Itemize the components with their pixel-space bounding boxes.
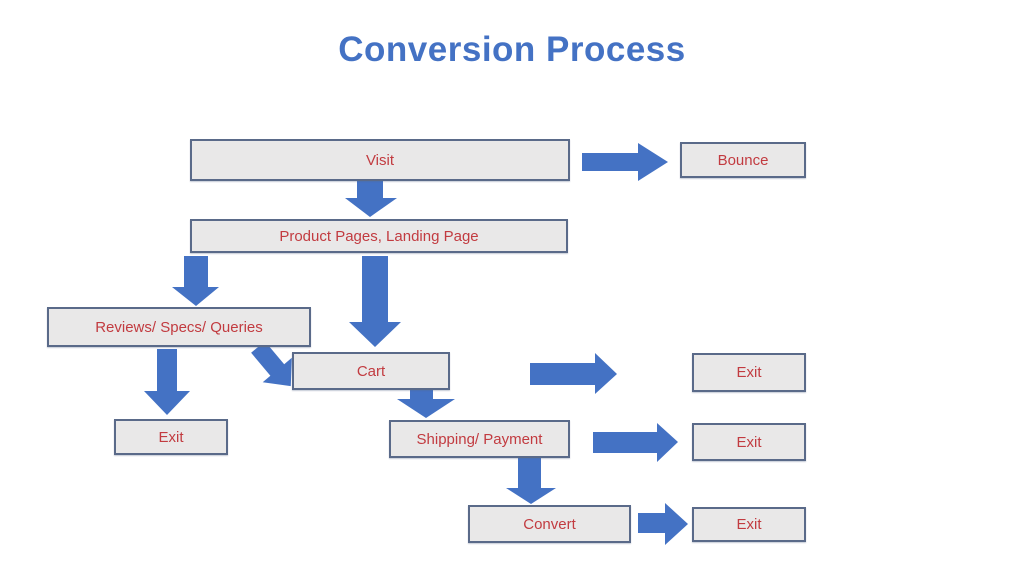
arrow-visit-to-bounce-icon [582, 143, 668, 181]
node-exit-after-cart: Exit [692, 353, 806, 392]
diagram-title: Conversion Process [338, 30, 686, 69]
node-product-pages-label: Product Pages, Landing Page [279, 227, 479, 245]
node-exit-after-shipping-label: Exit [736, 433, 762, 451]
node-exit-after-reviews: Exit [114, 419, 228, 455]
arrow-shipping-to-exit-icon [593, 423, 678, 462]
arrow-convert-to-exit-icon [638, 503, 688, 545]
node-bounce-label: Bounce [717, 151, 769, 169]
node-exit-after-shipping: Exit [692, 423, 806, 461]
node-shipping-payment: Shipping/ Payment [389, 420, 570, 458]
arrow-product-to-reviews-icon [172, 256, 219, 306]
arrow-cart-to-exit-icon [530, 353, 617, 394]
node-convert-label: Convert [523, 515, 576, 533]
node-convert: Convert [468, 505, 631, 543]
node-visit: Visit [190, 139, 570, 181]
node-visit-label: Visit [365, 151, 395, 169]
arrow-product-to-cart-icon [349, 256, 401, 347]
node-shipping-payment-label: Shipping/ Payment [416, 430, 543, 448]
node-cart-label: Cart [356, 362, 386, 380]
node-bounce: Bounce [680, 142, 806, 178]
node-exit-after-reviews-label: Exit [158, 428, 184, 446]
node-exit-after-convert: Exit [692, 507, 806, 542]
arrow-cart-to-shipping-icon [397, 390, 455, 418]
arrow-reviews-to-exit-icon [144, 349, 190, 415]
node-product-pages: Product Pages, Landing Page [190, 219, 568, 253]
arrow-reviews-to-cart-icon [251, 341, 292, 387]
node-reviews-specs-queries: Reviews/ Specs/ Queries [47, 307, 311, 347]
node-reviews-specs-queries-label: Reviews/ Specs/ Queries [95, 318, 263, 336]
node-exit-after-convert-label: Exit [736, 516, 762, 533]
arrow-visit-to-product-icon [345, 180, 397, 217]
node-cart: Cart [292, 352, 450, 390]
arrow-shipping-to-convert-icon [506, 457, 556, 504]
node-exit-after-cart-label: Exit [736, 364, 762, 381]
